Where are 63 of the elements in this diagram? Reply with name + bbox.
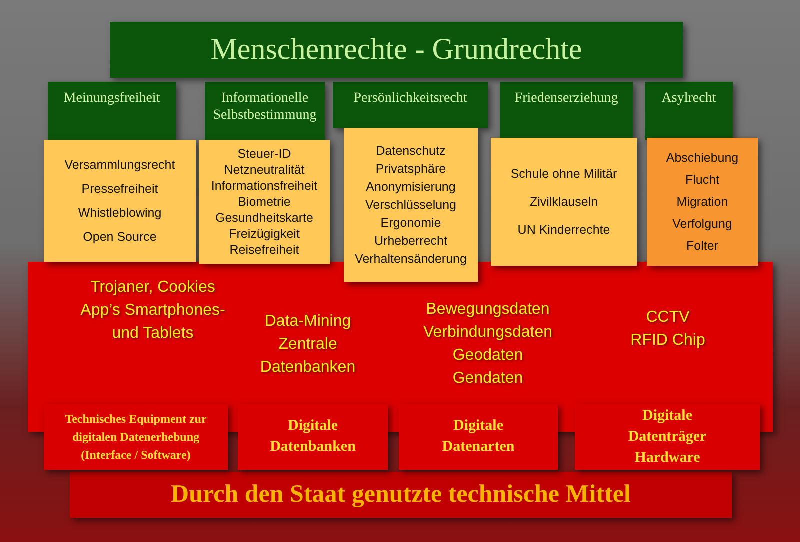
category-label-panel [575,404,760,470]
topic-item: Urheberrecht [374,233,448,249]
footer-banner [70,472,732,518]
topic-item: Verfolgung [672,216,732,232]
category-label: Digitale Datenträger Hardware [627,406,708,468]
category-header [205,82,325,140]
topic-item: Zivilklauseln [530,194,598,210]
footer-title: Durch den Staat genutzte technische Mittel [171,481,631,509]
topic-item: Schule ohne Militär [510,166,618,182]
topic-item: Netzneutralität [224,162,305,178]
topic-item: Pressefreiheit [82,181,158,197]
topic-card [344,128,478,282]
topic-card [491,138,637,266]
technology-item: CCTV [646,308,690,328]
topic-item: Reisefreiheit [230,242,300,258]
category-label: Technisches Equipment zur digitalen Datenerhebung (Interface / Software) [64,411,208,464]
technology-item: Zentrale Datenbanken [259,335,357,378]
category-title: Informationelle Selbstbestimmung [212,90,318,124]
category-title: Meinungsfreiheit [64,90,160,107]
topic-item: Whistleblowing [78,205,162,221]
topic-card [199,140,330,264]
technology-item: RFID Chip [630,331,706,351]
technology-item: App’s Smartphones- und Tablets [80,301,226,344]
banner-title: Menschenrechte - Grundrechte [210,33,582,67]
topic-item: Informationsfreiheit [211,178,318,194]
category-title: Persönlichkeitsrecht [354,90,468,107]
topic-item: Versammlungsrecht [64,157,176,173]
category-label: Digitale Datenarten [441,417,516,457]
topic-item: Steuer-ID [238,146,292,162]
category-label-panel [238,404,388,470]
topic-card [647,138,758,266]
title-banner [110,22,683,78]
technology-item: Geodaten [452,346,524,366]
topic-item: Biometrie [238,194,291,210]
topic-item: UN Kinderrechte [518,222,610,238]
topic-item: Open Source [83,229,157,245]
topic-item: Verhaltensänderung [355,251,467,267]
category-label-panel [44,404,228,470]
topic-item: Anonymisierung [366,179,456,195]
topic-item: Datenschutz [376,143,446,159]
topic-item: Abschiebung [666,150,739,166]
category-label: Digitale Datenbanken [269,417,357,457]
category-header [48,82,176,140]
topic-item: Freizügigkeit [229,226,300,242]
topic-item: Folter [686,238,718,254]
technology-item: Verbindungsdaten [424,323,552,343]
category-label-panel [399,404,558,470]
topic-item: Privatsphäre [376,161,446,177]
topic-item: Verschlüsselung [365,197,457,213]
technology-item: Bewegungsdaten [426,300,550,320]
category-title: Asylrecht [662,90,716,107]
topic-item: Gesundheitskarte [216,210,314,226]
topic-item: Migration [676,194,728,210]
technology-item: Gendaten [452,369,524,389]
category-header [333,82,488,128]
topic-item: Flucht [685,172,720,188]
category-header [500,82,633,140]
topic-card [44,140,196,262]
technology-item: Trojaner, Cookies [90,278,216,298]
category-title: Friedenserziehung [514,90,618,107]
category-header [645,82,733,140]
topic-item: Ergonomie [380,215,442,231]
technology-item: Data-Mining [264,312,352,332]
